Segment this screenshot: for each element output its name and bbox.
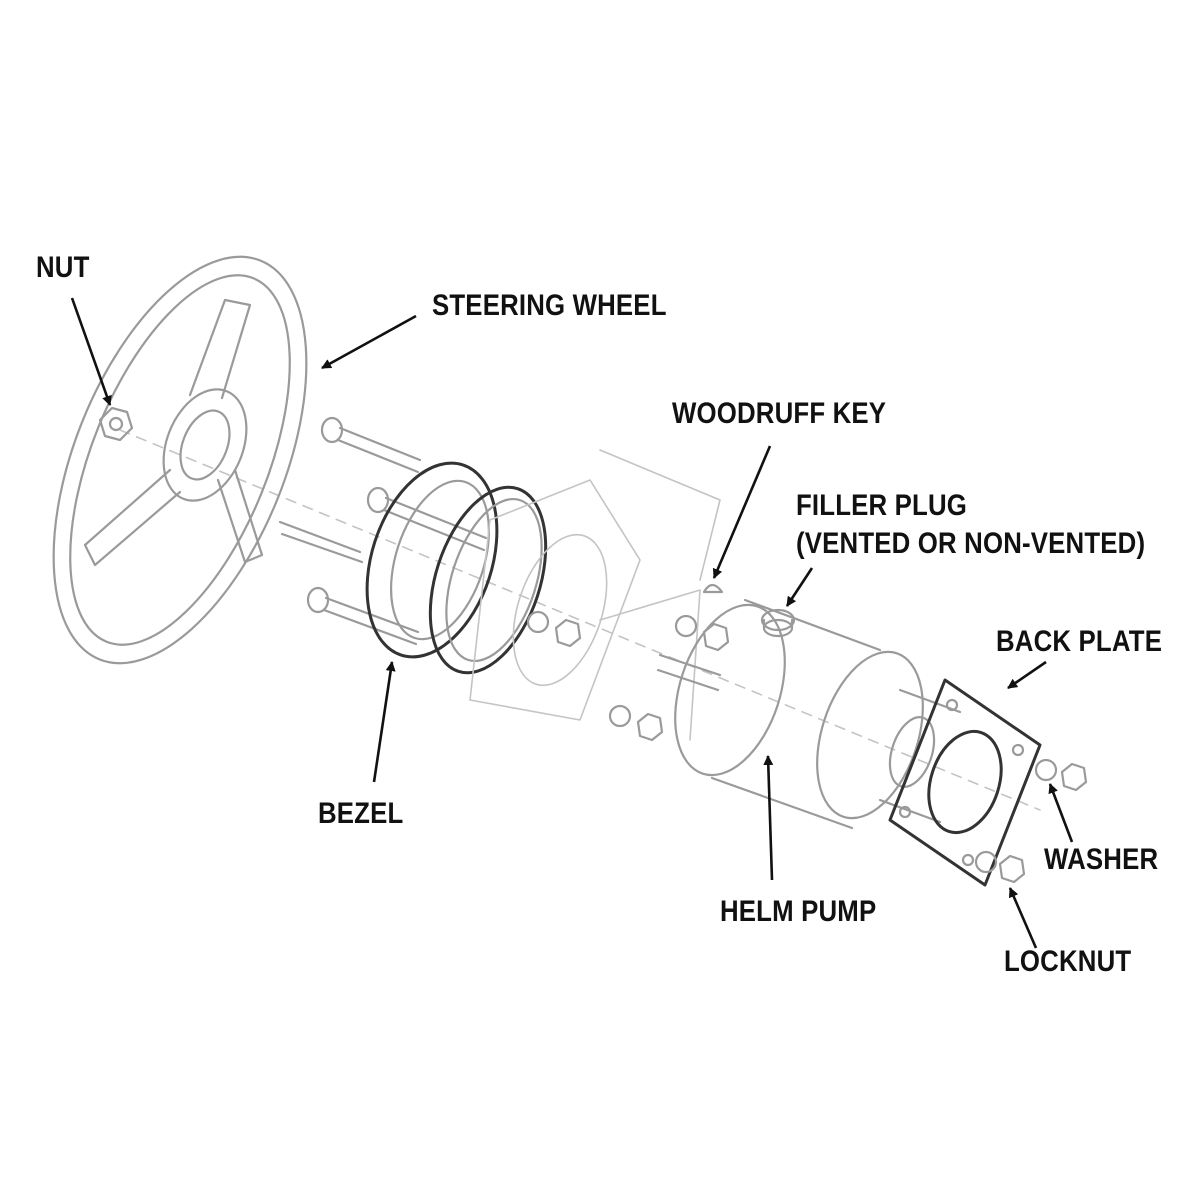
front-hardware-drawing <box>526 610 730 742</box>
woodruff-key-leader <box>712 445 772 579</box>
rear-hardware-drawing <box>974 758 1088 884</box>
back-plate-leader <box>1007 660 1047 690</box>
filler-plug-label-line2: (VENTED OR NON-VENTED) <box>796 527 1146 560</box>
dash-panel-drawing <box>469 449 721 741</box>
bezel-drawing <box>365 461 548 675</box>
bezel-leader <box>372 661 396 783</box>
steering-wheel-leader <box>321 314 417 370</box>
steering-wheel-label: STEERING WHEEL <box>432 289 667 322</box>
locknut-label: LOCKNUT <box>1004 945 1132 978</box>
filler-plug-label-line1: FILLER PLUG <box>796 489 968 522</box>
washer-leader <box>1048 783 1074 843</box>
helm-pump-drawing <box>656 598 962 830</box>
helm-pump-leader <box>763 755 774 881</box>
nut-label: NUT <box>36 251 90 284</box>
back-plate-label: BACK PLATE <box>996 625 1163 658</box>
woodruff-key-label: WOODRUFF KEY <box>672 397 887 430</box>
nut-leader <box>70 297 112 406</box>
filler-plug-drawing <box>760 608 796 638</box>
assembly-axis <box>119 429 1041 811</box>
back-plate-drawing <box>888 678 1042 887</box>
steering-wheel-drawing <box>52 255 308 665</box>
helm-pump-label: HELM PUMP <box>720 895 877 928</box>
mounting-bolts-drawing <box>278 416 488 646</box>
locknut-leader <box>1008 887 1038 949</box>
woodruff-key-drawing <box>702 583 724 594</box>
nut-drawing <box>98 406 134 442</box>
bezel-label: BEZEL <box>318 797 404 830</box>
washer-label: WASHER <box>1044 843 1159 876</box>
filler-plug-leader <box>785 567 814 607</box>
